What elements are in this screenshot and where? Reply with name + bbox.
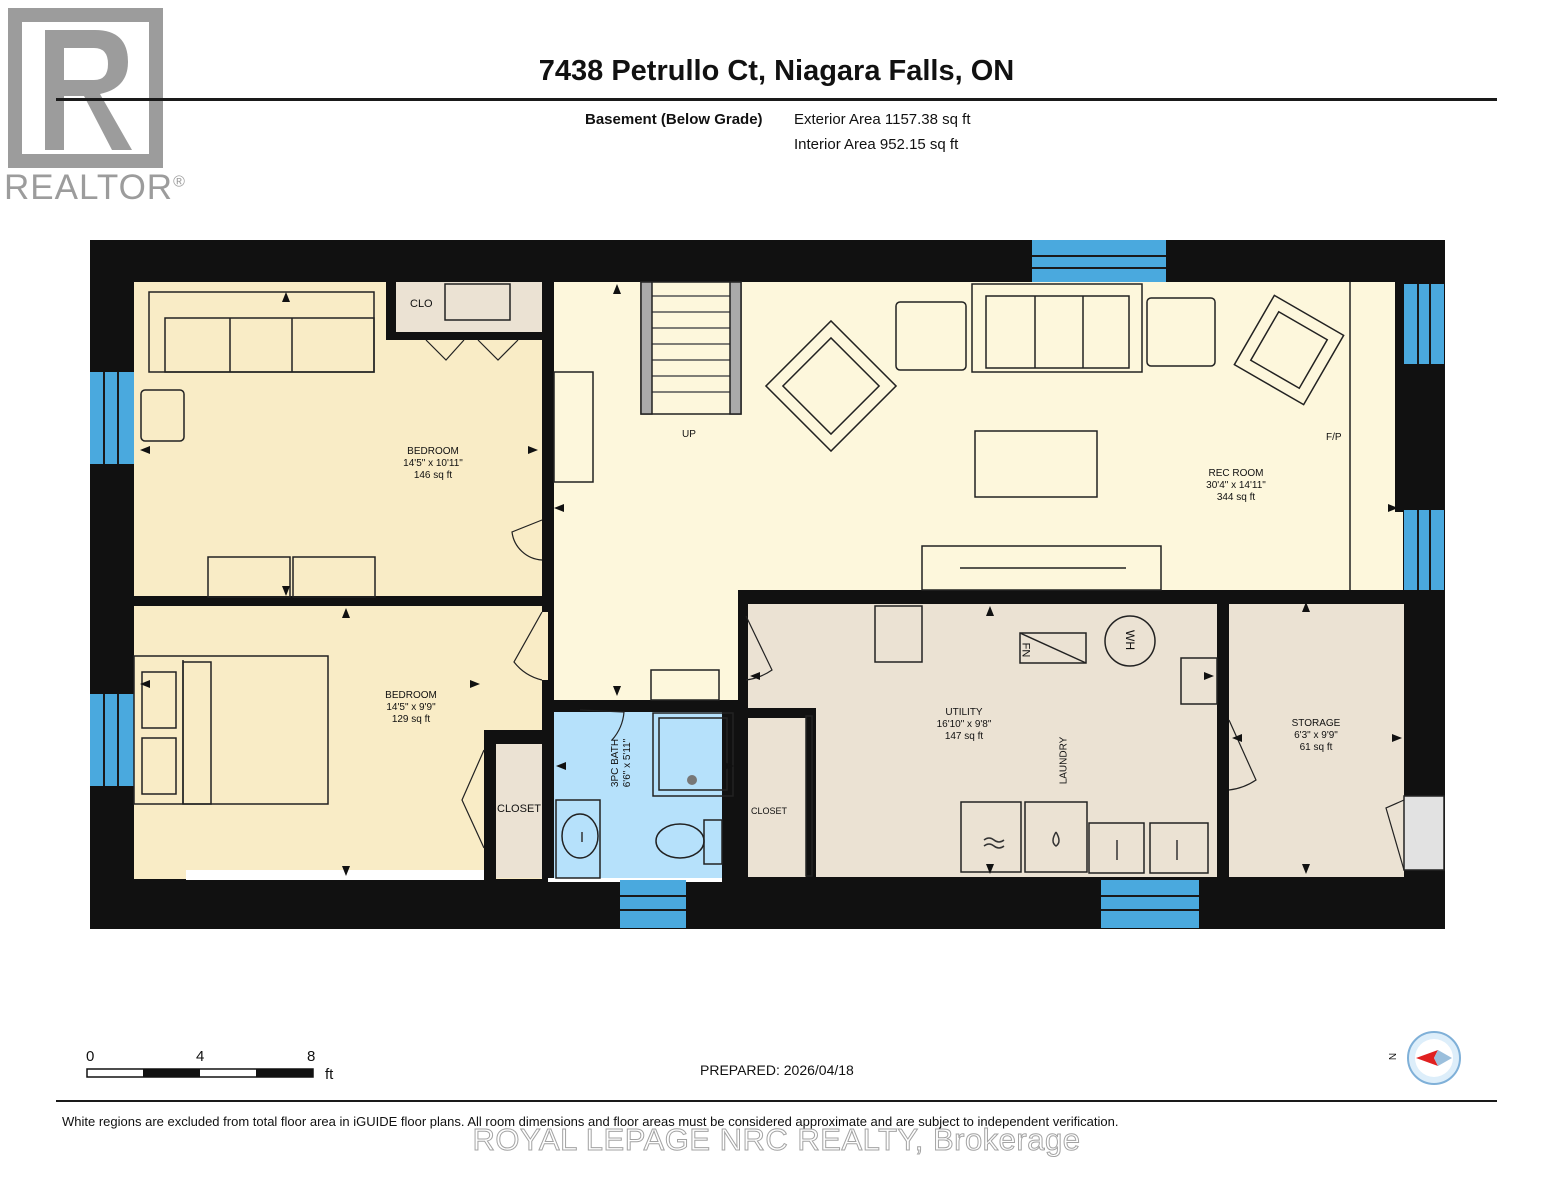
- brokerage-watermark: ROYAL LEPAGE NRC REALTY, Brokerage: [472, 1122, 1081, 1158]
- rec-room-label: REC ROOM 30'4" x 14'11" 344 sq ft: [1186, 468, 1286, 504]
- disclaimer: White regions are excluded from total fl…: [62, 1114, 1119, 1129]
- room-name: UTILITY: [945, 707, 983, 718]
- room-name: REC ROOM: [1208, 468, 1264, 479]
- footer-divider: [56, 1100, 1497, 1102]
- compass-icon: [1407, 1031, 1461, 1085]
- sofa-icon: [971, 283, 1143, 373]
- dryer-icon: [960, 801, 1022, 873]
- room-name: BEDROOM: [385, 690, 437, 701]
- scale-tick-label: 8: [307, 1048, 316, 1065]
- window-icon: [90, 240, 1444, 928]
- bedroom-2-label: BEDROOM 14'5" x 9'9" 129 sq ft: [366, 690, 456, 726]
- tv-stand-icon: [921, 545, 1162, 591]
- storage-label: STORAGE 6'3" x 9'9" 61 sq ft: [1266, 718, 1366, 754]
- stairs-up-label: UP: [682, 429, 696, 440]
- scale-tick-label: 4: [196, 1048, 205, 1065]
- utility-label: UTILITY 16'10" x 9'8" 147 sq ft: [914, 707, 1014, 743]
- room-area: 129 sq ft: [391, 714, 431, 725]
- water-heater-label: WH: [1123, 630, 1137, 650]
- exterior-area: Exterior Area 1157.38 sq ft: [794, 111, 971, 128]
- room-dims: 14'5" x 9'9": [386, 702, 436, 713]
- laundry-sink-icon: [1088, 822, 1145, 874]
- header-divider: [56, 98, 1497, 101]
- room-area: 344 sq ft: [1216, 492, 1256, 503]
- storage-lower: [1229, 790, 1404, 877]
- closet-bedroom-2: [494, 744, 548, 878]
- room-area: 146 sq ft: [413, 470, 453, 481]
- prepared-date: PREPARED: 2026/04/18: [700, 1062, 854, 1078]
- bed-icon: [133, 655, 329, 805]
- realtor-wordmark: REALTOR®: [4, 168, 186, 207]
- washer-icon: [1024, 801, 1088, 873]
- chair-icon: [140, 389, 185, 442]
- room-area: 61 sq ft: [1299, 742, 1333, 753]
- entry-area: [1404, 796, 1444, 870]
- closet-label: CLOSET: [497, 803, 542, 815]
- realtor-r-mark-icon: [8, 8, 163, 168]
- bedroom-1-label: BEDROOM 14'5" x 10'11" 146 sq ft: [388, 446, 478, 482]
- room-name: BEDROOM: [407, 446, 459, 457]
- clo-label: CLO: [410, 298, 433, 310]
- compass-label: N: [1388, 1052, 1400, 1061]
- furnace-icon: [1019, 632, 1087, 664]
- fireplace-label: F/P: [1326, 432, 1342, 443]
- interior-area: Interior Area 952.15 sq ft: [794, 136, 959, 153]
- utility-area: [746, 604, 1217, 877]
- room-dims: 6'6" x 5'11": [622, 738, 633, 788]
- bedroom-2-area: [134, 606, 548, 879]
- closet-label: CLOSET: [751, 806, 788, 816]
- furnace-label: FN: [1019, 642, 1032, 658]
- hall-area: [554, 590, 738, 700]
- scale-unit: ft: [325, 1066, 334, 1083]
- laundry-label: LAUNDRY: [1058, 736, 1070, 785]
- bath-area: [554, 710, 724, 878]
- closet-bath-side: [746, 716, 806, 876]
- realtor-logo: [0, 0, 185, 210]
- coffee-table-icon: [974, 430, 1098, 498]
- room-dims: 14'5" x 10'11": [403, 458, 463, 469]
- property-address-title: 7438 Petrullo Ct, Niagara Falls, ON: [538, 55, 1015, 87]
- rec-room-area: [554, 282, 1383, 590]
- room-dims: 16'10" x 9'8": [936, 719, 992, 730]
- room-name: STORAGE: [1291, 718, 1341, 729]
- room-area: 147 sq ft: [944, 731, 984, 742]
- shower-icon: [652, 712, 734, 797]
- bath-label: 3PC BATH 6'6" x 5'11": [610, 723, 634, 803]
- level-label: Basement (Below Grade): [585, 111, 763, 128]
- scale-tick-label: 0: [86, 1048, 95, 1065]
- room-dims: 30'4" x 14'11": [1206, 480, 1266, 491]
- closet-bedroom-1: [390, 282, 542, 334]
- sink-icon: [555, 799, 601, 879]
- room-name: 3PC BATH: [610, 738, 621, 788]
- water-heater-icon: [1104, 615, 1156, 667]
- scale-bar: [86, 1068, 314, 1078]
- room-dims: 6'3" x 9'9": [1294, 730, 1338, 741]
